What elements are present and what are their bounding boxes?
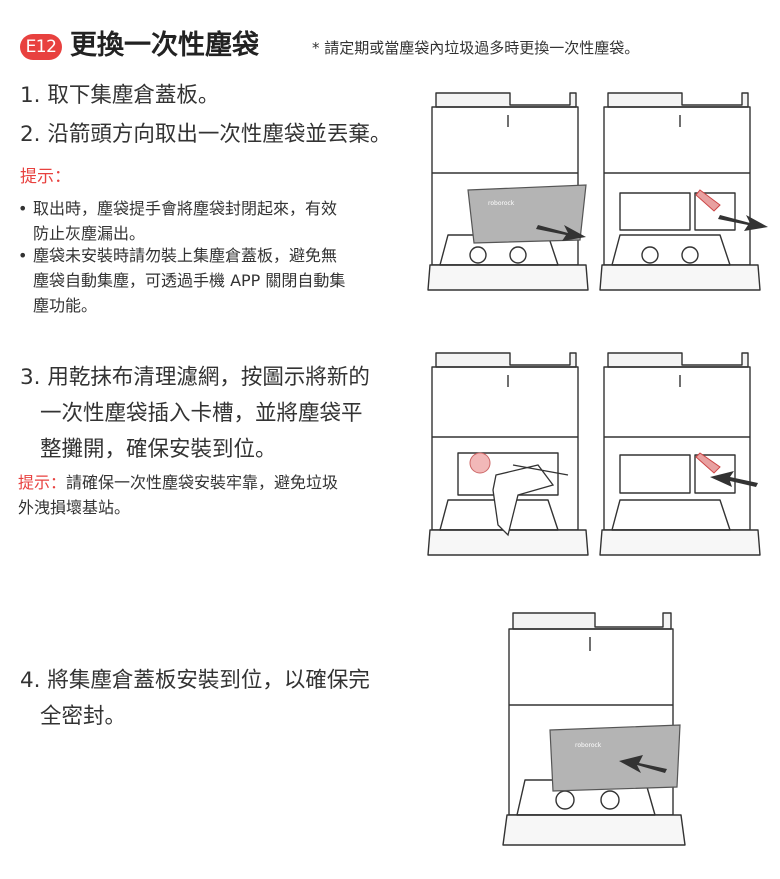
tip-2-line: 外洩損壞基站。 — [18, 498, 131, 517]
step-3-line: 整攤開，確保安裝到位。 — [40, 437, 277, 462]
step-3-line: 一次性塵袋插入卡槽，並將塵袋平 — [40, 401, 363, 426]
step-4-line: 4. 將集塵倉蓋板安裝到位，以確保完 — [20, 668, 370, 693]
tip-2: 提示：請確保一次性塵袋安裝牢靠，避免垃圾 外洩損壞基站。 — [18, 470, 408, 520]
step-3-line: 3. 用乾抹布清理濾網，按圖示將新的 — [20, 365, 370, 390]
brand-label: roborock — [575, 742, 602, 749]
illustration-remove-bag-1: roborock — [427, 92, 589, 291]
arrow-icon — [718, 215, 768, 231]
step-4-line: 全密封。 — [40, 704, 127, 729]
step-3: 3. 用乾抹布清理濾網，按圖示將新的 一次性塵袋插入卡槽，並將塵袋平 整攤開，確… — [20, 360, 370, 468]
brand-label: roborock — [488, 200, 515, 207]
arrow-icon — [536, 225, 586, 241]
illustration-insert-bag-1 — [427, 352, 589, 556]
step-1: 1. 取下集塵倉蓋板。 — [20, 78, 219, 114]
step-4: 4. 將集塵倉蓋板安裝到位，以確保完 全密封。 — [20, 663, 370, 735]
tip-1-bullet-1: • 取出時，塵袋提手會將塵袋封閉起來，有效 防止灰塵漏出。 — [18, 196, 408, 246]
section-header: E12 更換一次性塵袋 * 請定期或當塵袋內垃圾過多時更換一次性塵袋。 — [20, 30, 770, 66]
tip-1-bullet-2: • 塵袋未安裝時請勿裝上集塵倉蓋板，避免無 塵袋自動集塵，可透過手機 APP 關… — [18, 243, 408, 318]
tip-2-line: 請確保一次性塵袋安裝牢靠，避免垃圾 — [66, 473, 339, 492]
bullet-line: 塵功能。 — [33, 296, 98, 315]
bullet-line: 塵袋未安裝時請勿裝上集塵倉蓋板，避免無 — [33, 246, 338, 265]
bullet-dot: • — [18, 246, 28, 265]
step-2: 2. 沿箭頭方向取出一次性塵袋並丟棄。 — [20, 117, 391, 153]
arrow-icon — [710, 471, 758, 487]
bullet-line: 取出時，塵袋提手會將塵袋封閉起來，有效 — [33, 199, 338, 218]
section-title: 更換一次性塵袋 — [70, 30, 259, 61]
step-2-text: 2. 沿箭頭方向取出一次性塵袋並丟棄。 — [20, 122, 392, 147]
illustration-remove-bag-2 — [599, 92, 768, 291]
bullet-dot: • — [18, 199, 28, 218]
illustration-insert-bag-2 — [599, 352, 761, 556]
arrow-icon — [619, 755, 667, 773]
step-1-text: 1. 取下集塵倉蓋板。 — [20, 83, 220, 108]
tip-2-label: 提示： — [18, 473, 67, 492]
bullet-line: 塵袋自動集塵，可透過手機 APP 關閉自動集 — [33, 271, 346, 290]
bullet-line: 防止灰塵漏出。 — [33, 224, 146, 243]
illustration-install-cover: roborock — [502, 612, 686, 846]
step-badge: E12 — [20, 34, 62, 60]
header-note: * 請定期或當塵袋內垃圾過多時更換一次性塵袋。 — [312, 39, 640, 57]
tip-1-label: 提示： — [20, 167, 71, 187]
